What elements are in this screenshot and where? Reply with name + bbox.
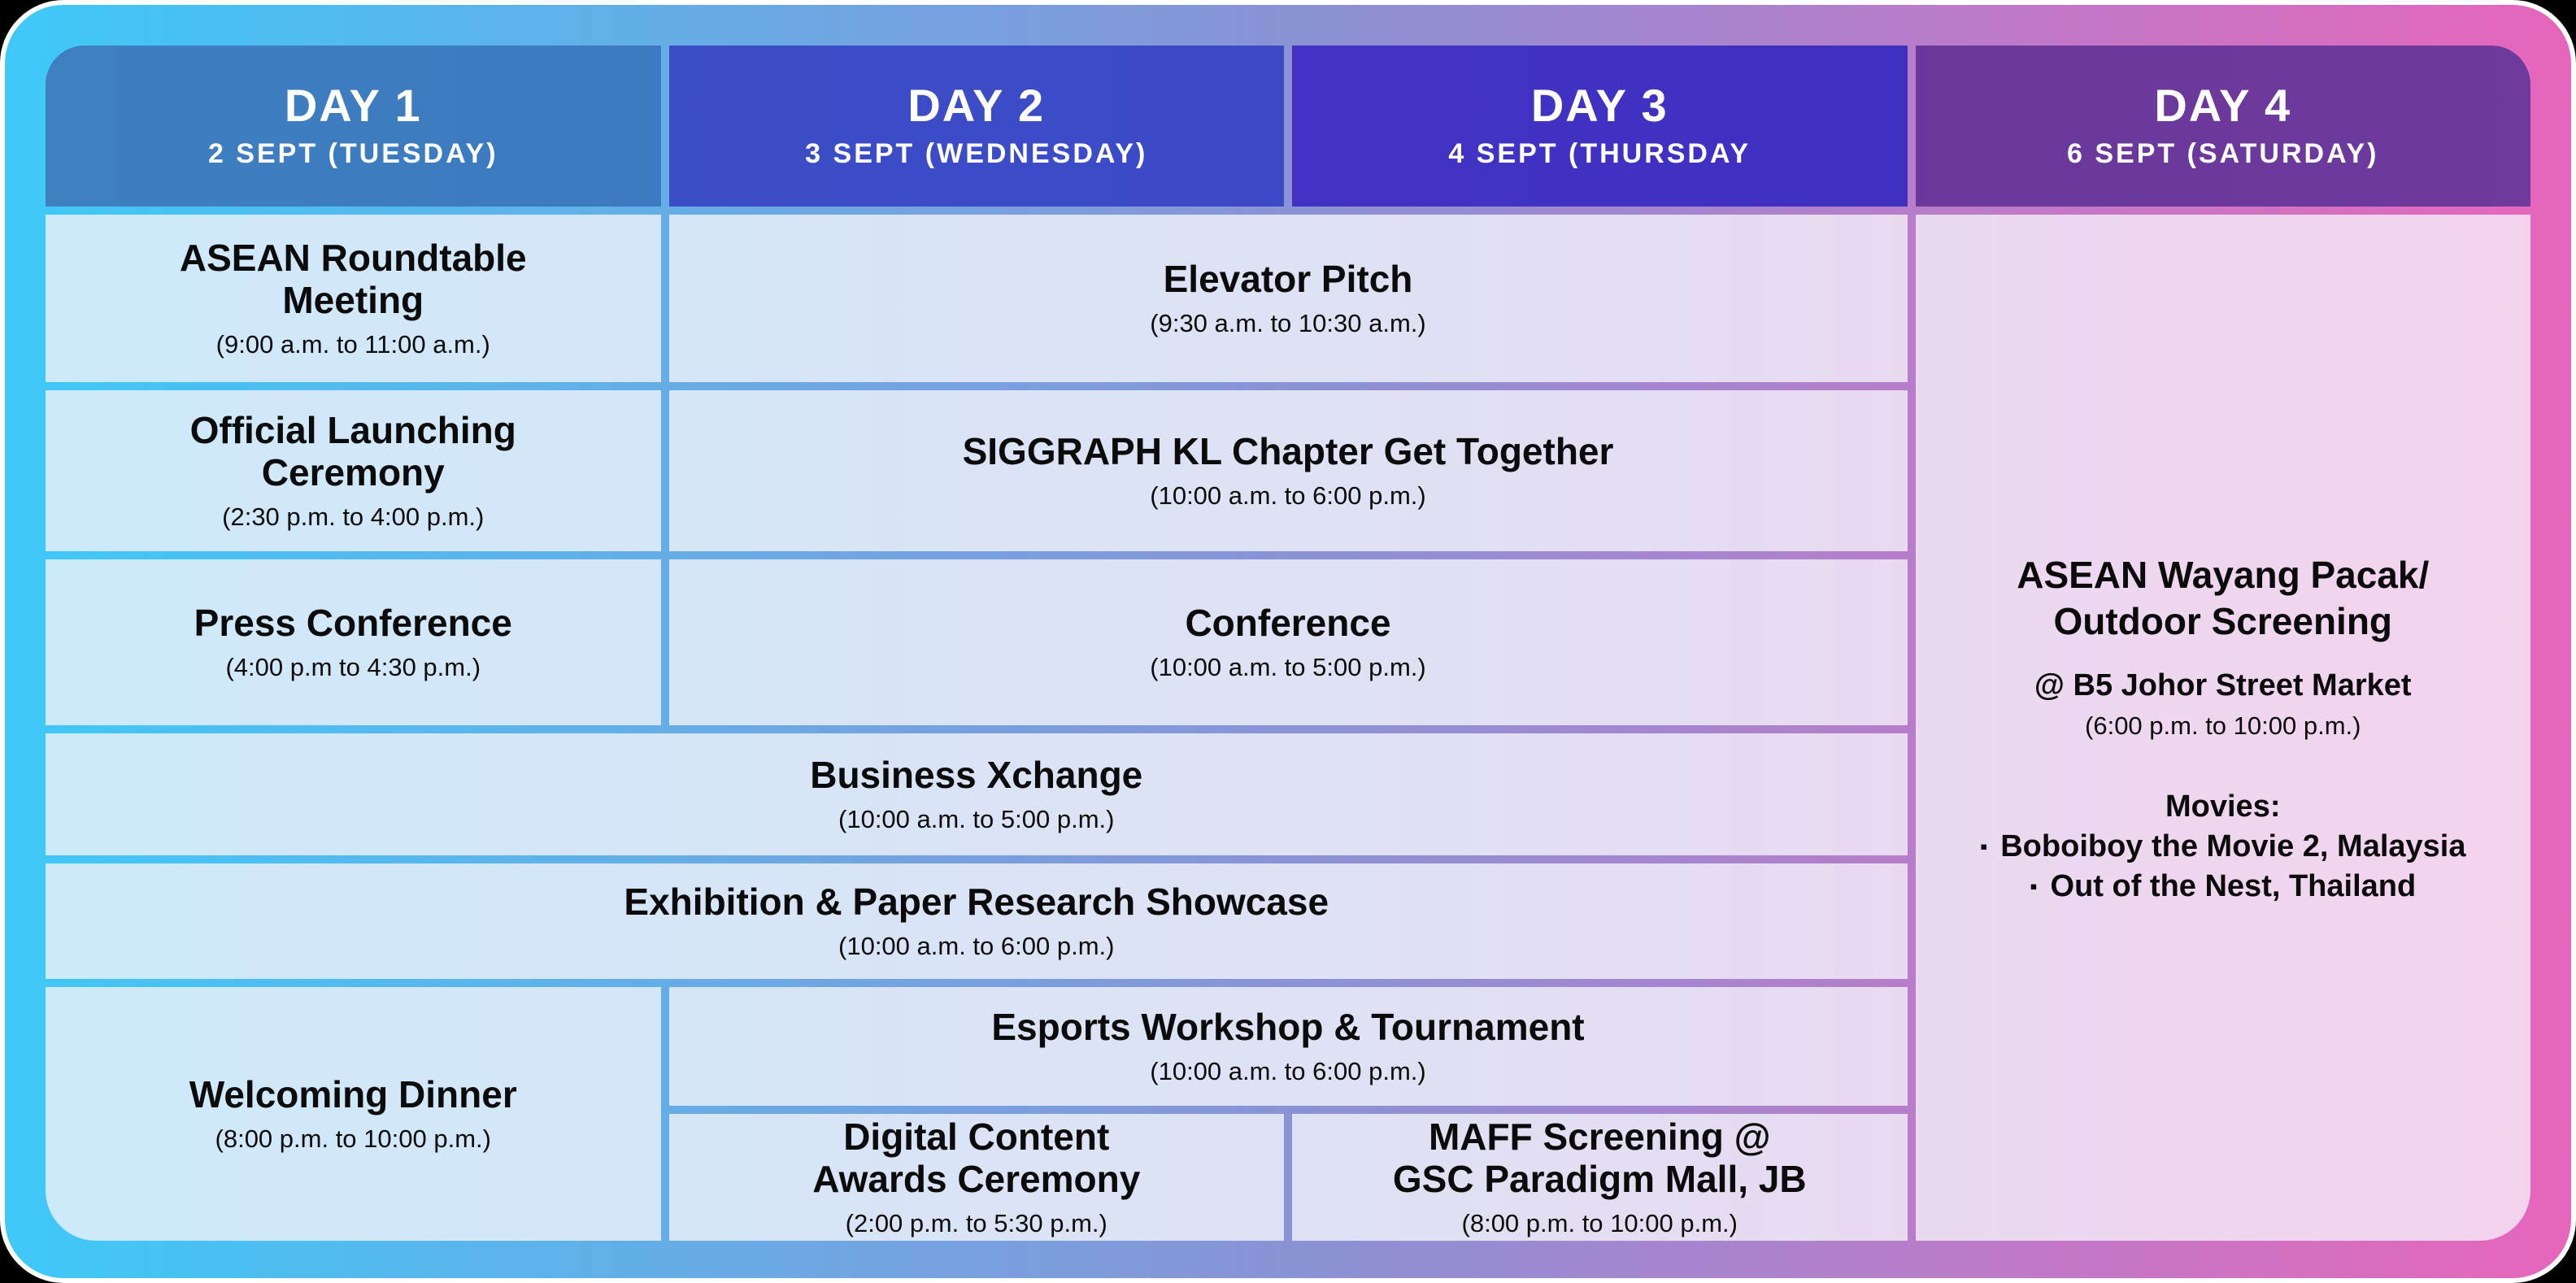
event-time: (10:00 a.m. to 5:00 p.m.) <box>838 804 1115 833</box>
day4-header: DAY 4 6 SEPT (SATURDAY) <box>1915 46 2530 207</box>
event-title: Press Conference <box>194 602 512 645</box>
square-bullet-icon: ▪ <box>2030 873 2038 898</box>
movie-list-item: ▪ Boboiboy the Movie 2, Malaysia <box>1980 829 2465 864</box>
event-time: (2:00 p.m. to 5:30 p.m.) <box>845 1208 1107 1237</box>
day2-label: DAY 2 <box>907 80 1046 132</box>
event-cell-welcoming-dinner: Welcoming Dinner (8:00 p.m. to 10:00 p.m… <box>46 987 661 1241</box>
event-cell-maff-screening: MAFF Screening @ GSC Paradigm Mall, JB (… <box>1292 1114 1908 1241</box>
event-cell-exhibition-paper-research-showcase: Exhibition & Paper Research Showcase (10… <box>46 863 1908 979</box>
event-cell-esports-workshop-tournament: Esports Workshop & Tournament (10:00 a.m… <box>668 987 1908 1106</box>
event-location: @ B5 Johor Street Market <box>2034 668 2412 702</box>
day4-date: 6 SEPT (SATURDAY) <box>2067 137 2379 169</box>
day1-header: DAY 1 2 SEPT (TUESDAY) <box>46 46 661 207</box>
event-time: (8:00 p.m. to 10:00 p.m.) <box>215 1124 491 1153</box>
event-cell-conference: Conference (10:00 a.m. to 5:00 p.m.) <box>668 559 1908 725</box>
event-cell-asean-roundtable-meeting: ASEAN Roundtable Meeting (9:00 a.m. to 1… <box>46 215 661 382</box>
event-title: Digital Content Awards Ceremony <box>812 1116 1141 1200</box>
day3-header: DAY 3 4 SEPT (THURSDAY <box>1292 46 1908 207</box>
event-time: (9:00 a.m. to 11:00 a.m.) <box>215 329 490 359</box>
event-cell-siggraph-kl-get-together: SIGGRAPH KL Chapter Get Together (10:00 … <box>668 390 1908 551</box>
square-bullet-icon: ▪ <box>1980 833 1988 859</box>
event-title: MAFF Screening @ GSC Paradigm Mall, JB <box>1392 1116 1807 1200</box>
event-cell-business-xchange: Business Xchange (10:00 a.m. to 5:00 p.m… <box>46 733 1908 855</box>
day1-date: 2 SEPT (TUESDAY) <box>207 137 498 169</box>
event-time: (10:00 a.m. to 6:00 p.m.) <box>1150 1056 1426 1085</box>
event-time: (2:30 p.m. to 4:00 p.m.) <box>222 502 485 531</box>
event-cell-asean-wayang-pacak-outdoor-screening: ASEAN Wayang Pacak/ Outdoor Screening @ … <box>1915 215 2530 1241</box>
event-time: (9:30 a.m. to 10:30 a.m.) <box>1150 308 1426 337</box>
event-cell-elevator-pitch: Elevator Pitch (9:30 a.m. to 10:30 a.m.) <box>668 215 1908 382</box>
event-title: SIGGRAPH KL Chapter Get Together <box>962 430 1614 473</box>
event-title: Business Xchange <box>810 754 1143 797</box>
event-title: ASEAN Roundtable Meeting <box>179 237 527 321</box>
event-title: Welcoming Dinner <box>189 1073 517 1116</box>
event-title: Esports Workshop & Tournament <box>991 1006 1585 1049</box>
event-title: Exhibition & Paper Research Showcase <box>624 881 1329 924</box>
event-time: (10:00 a.m. to 6:00 p.m.) <box>1150 481 1426 510</box>
event-time: (4:00 p.m to 4:30 p.m.) <box>225 652 481 681</box>
event-cell-digital-content-awards-ceremony: Digital Content Awards Ceremony (2:00 p.… <box>668 1114 1284 1241</box>
day2-date: 3 SEPT (WEDNESDAY) <box>805 137 1148 169</box>
movie-list-item: ▪ Out of the Nest, Thailand <box>2030 869 2416 904</box>
day3-date: 4 SEPT (THURSDAY <box>1448 137 1751 169</box>
event-title: ASEAN Wayang Pacak/ Outdoor Screening <box>2017 553 2430 643</box>
day2-header: DAY 2 3 SEPT (WEDNESDAY) <box>668 46 1284 207</box>
event-title: Elevator Pitch <box>1163 258 1413 301</box>
event-title: Conference <box>1185 602 1391 645</box>
event-time: (8:00 p.m. to 10:00 p.m.) <box>1461 1208 1738 1237</box>
day4-label: DAY 4 <box>2154 80 2292 132</box>
movies-label: Movies: <box>2165 789 2281 824</box>
event-time: (10:00 a.m. to 5:00 p.m.) <box>1150 652 1426 681</box>
day1-label: DAY 1 <box>284 80 422 132</box>
schedule-grid: DAY 1 2 SEPT (TUESDAY) DAY 2 3 SEPT (WED… <box>46 46 2530 1241</box>
movie-name: Boboiboy the Movie 2, Malaysia <box>2000 829 2466 863</box>
movie-name: Out of the Nest, Thailand <box>2050 868 2417 903</box>
day3-label: DAY 3 <box>1530 80 1669 132</box>
event-title: Official Launching Ceremony <box>189 409 516 494</box>
event-cell-official-launching-ceremony: Official Launching Ceremony (2:30 p.m. t… <box>46 390 661 551</box>
event-cell-press-conference: Press Conference (4:00 p.m to 4:30 p.m.) <box>46 559 661 725</box>
event-time: (6:00 p.m. to 10:00 p.m.) <box>2085 711 2361 740</box>
event-time: (10:00 a.m. to 6:00 p.m.) <box>838 931 1115 960</box>
